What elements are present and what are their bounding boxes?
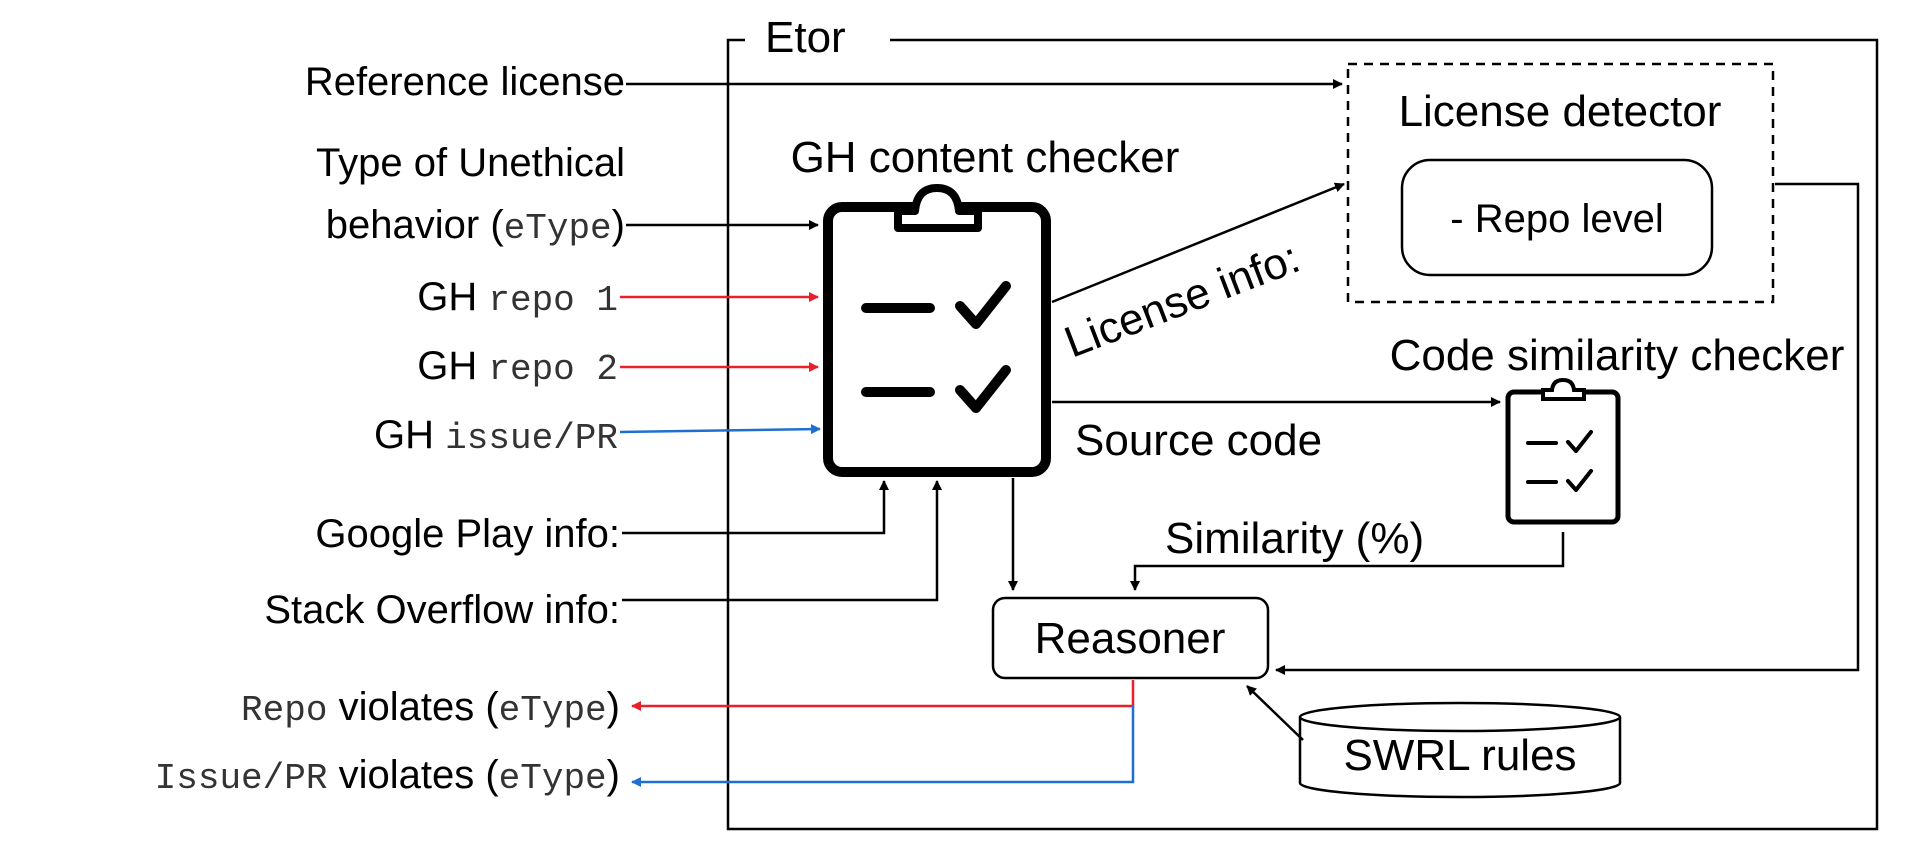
reasoner-box bbox=[991, 596, 1270, 680]
issue-violates-close: ) bbox=[607, 753, 620, 797]
repo-violates-text: violates ( bbox=[327, 685, 499, 729]
arrow-issue-pr bbox=[619, 424, 821, 435]
gh-content-checker: GH content checker bbox=[791, 133, 1180, 477]
gh-repo-2-code: repo 2 bbox=[488, 349, 618, 390]
swrl-rules: SWRL rules bbox=[1298, 701, 1622, 799]
output-labels: Repo violates (eType) Issue/PR violates … bbox=[155, 685, 620, 799]
reference-license-label: Reference license bbox=[305, 60, 625, 104]
input-labels: Reference license Type of Unethical beha… bbox=[264, 60, 625, 632]
checkmark-1-icon bbox=[955, 281, 1011, 329]
issue-violates-etype: eType bbox=[499, 758, 607, 799]
issue-violates-text: violates ( bbox=[327, 753, 499, 797]
google-play-info-label: Google Play info: bbox=[315, 512, 620, 556]
swrl-cylinder-body bbox=[1298, 717, 1622, 799]
edge-labels: License info: Source code Similarity (%) bbox=[1058, 233, 1424, 563]
reasoner-label: Reasoner bbox=[1035, 614, 1226, 663]
arrow-license-to-reasoner bbox=[1275, 182, 1860, 675]
code-similarity-checker-label: Code similarity checker bbox=[1390, 331, 1845, 380]
behavior-etype-code: eType bbox=[504, 208, 612, 249]
small-clipboard-clip bbox=[1541, 377, 1586, 401]
behavior-suffix: ) bbox=[612, 203, 625, 247]
gh-content-checker-label: GH content checker bbox=[791, 133, 1180, 182]
arrow-swrl-to-reasoner bbox=[1246, 685, 1304, 741]
arrow-issue-violates bbox=[631, 706, 1135, 787]
license-info-label: License info: bbox=[1058, 233, 1306, 367]
repo-level-label: - Repo level bbox=[1450, 197, 1663, 241]
etor-title: Etor bbox=[765, 13, 846, 62]
small-clipboard-board bbox=[1505, 389, 1621, 525]
issue-violates-label: Issue/PR violates (eType) bbox=[155, 753, 620, 799]
repo-violates-label: Repo violates (eType) bbox=[241, 685, 620, 731]
arrow-license-info bbox=[1051, 182, 1345, 304]
gh-repo-1-code: repo 1 bbox=[488, 280, 618, 321]
checkmark-2-icon bbox=[955, 365, 1011, 413]
small-checkmark-1-icon bbox=[1566, 430, 1593, 453]
repo-level-box bbox=[1400, 158, 1714, 277]
gh-repo-1-label: GH repo 1 bbox=[417, 275, 618, 321]
gh-repo-2-label: GH repo 2 bbox=[417, 344, 618, 390]
arrow-google-play bbox=[622, 480, 889, 535]
clipboard-icon bbox=[823, 184, 1051, 477]
issue-violates-code: Issue/PR bbox=[155, 758, 328, 799]
small-checkmark-2-icon bbox=[1566, 469, 1593, 492]
code-similarity-checker: Code similarity checker bbox=[1390, 331, 1845, 525]
etor-frame-border bbox=[726, 38, 1879, 831]
gh-issue-pr-label: GH issue/PR bbox=[374, 413, 618, 459]
stack-overflow-info-label: Stack Overflow info: bbox=[264, 588, 620, 632]
repo-violates-etype: eType bbox=[499, 690, 607, 731]
similarity-label: Similarity (%) bbox=[1165, 514, 1424, 563]
arrow-stack-overflow bbox=[622, 480, 942, 602]
gh-issue-code: issue/PR bbox=[445, 418, 618, 459]
behavior-etype-label: behavior (eType) bbox=[326, 203, 625, 249]
repo-violates-code: Repo bbox=[241, 690, 327, 731]
swrl-cylinder-top bbox=[1298, 701, 1622, 733]
gh-issue-prefix: GH bbox=[374, 413, 445, 457]
license-detector-box bbox=[1346, 62, 1775, 304]
arrow-repo-violates bbox=[631, 680, 1135, 711]
arrow-similarity bbox=[1130, 532, 1565, 591]
swrl-rules-label: SWRL rules bbox=[1343, 731, 1576, 780]
license-detector-label: License detector bbox=[1399, 87, 1722, 136]
type-of-unethical-label: Type of Unethical bbox=[316, 141, 625, 185]
gh-repo-2-prefix: GH bbox=[417, 344, 488, 388]
clipboard-clip bbox=[894, 184, 982, 232]
reasoner: Reasoner bbox=[991, 596, 1270, 680]
repo-violates-close: ) bbox=[607, 685, 620, 729]
license-detector: License detector - Repo level bbox=[1346, 62, 1775, 304]
source-code-label: Source code bbox=[1075, 416, 1322, 465]
gh-repo-1-prefix: GH bbox=[417, 275, 488, 319]
behavior-prefix: behavior ( bbox=[326, 203, 505, 247]
small-clipboard-icon bbox=[1505, 377, 1621, 525]
etor-frame: Etor bbox=[726, 13, 1879, 831]
clipboard-board bbox=[823, 202, 1051, 477]
connectors bbox=[619, 79, 1860, 787]
